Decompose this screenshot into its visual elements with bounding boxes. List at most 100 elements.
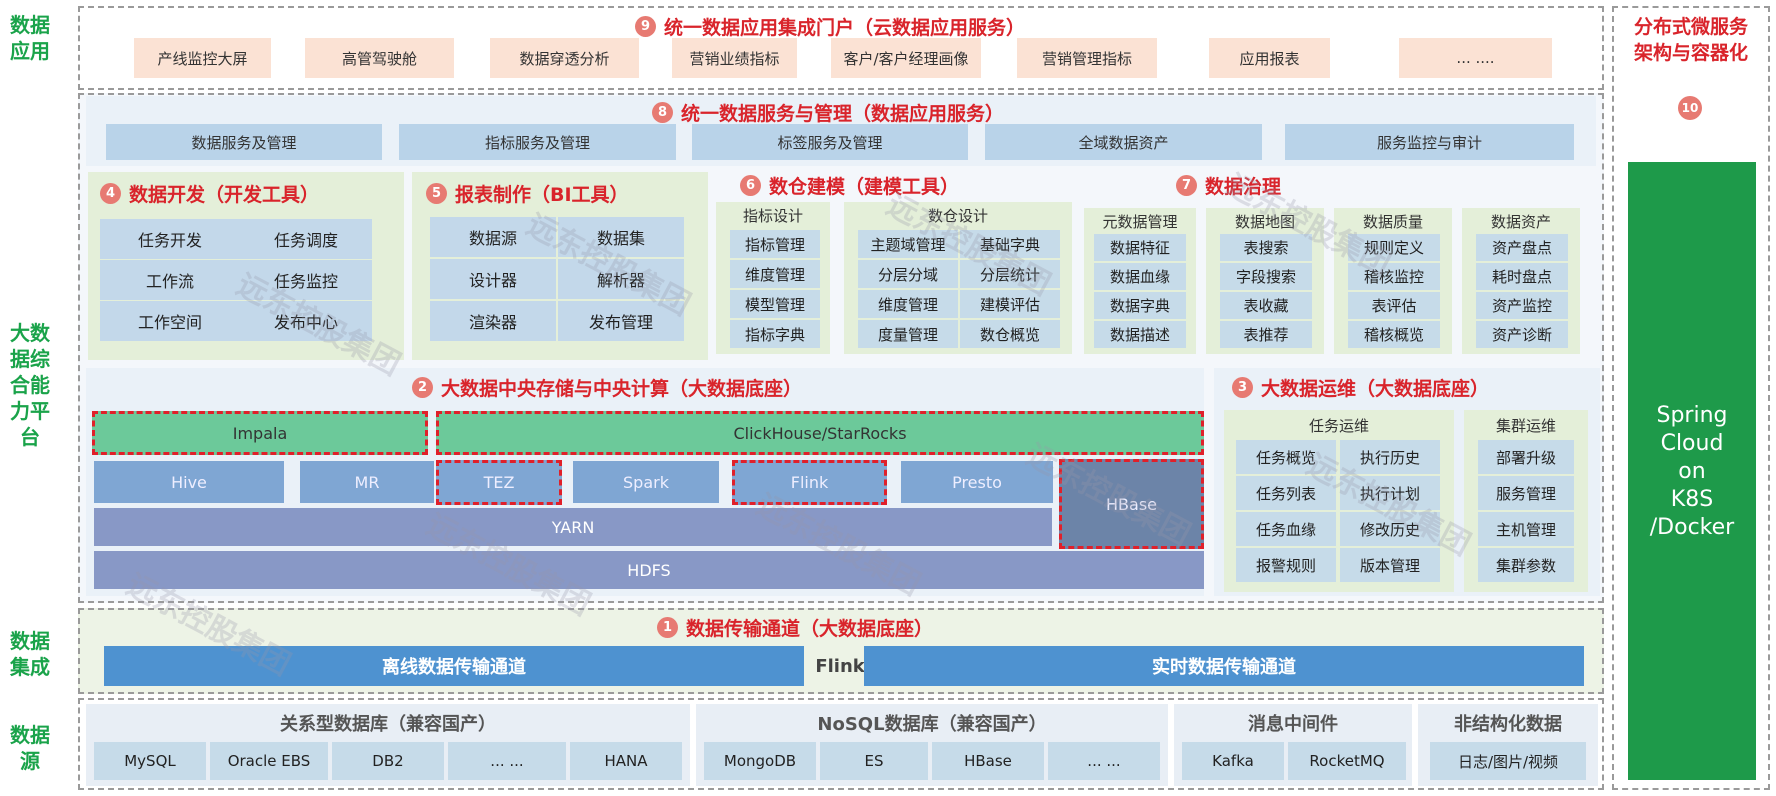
source-group-title: 非结构化数据 <box>1454 714 1562 735</box>
source-item: ... ... <box>1048 742 1160 780</box>
service-item: 全域数据资产 <box>985 124 1262 160</box>
dev-title-text: 数据开发（开发工具） <box>129 184 320 206</box>
source-group: 关系型数据库（兼容国产） MySQL Oracle EBS DB2 ... ..… <box>86 704 690 786</box>
service-item: 指标服务及管理 <box>399 124 676 160</box>
num-badge-4: 4 <box>100 183 121 204</box>
dw-item: 度量管理 <box>858 320 958 348</box>
governance-group: 数据地图 表搜索 字段搜索 表收藏 表推荐 <box>1206 208 1324 354</box>
governance-item: 表收藏 <box>1220 292 1312 319</box>
ops-section: 3 大数据运维（大数据底座） 任务运维 任务概览 执行历史 任务列表 执行计划 … <box>1214 368 1600 596</box>
cluster-ops-item: 主机管理 <box>1478 512 1574 546</box>
num-badge-8: 8 <box>652 102 673 123</box>
side-label-data-app: 数据 应用 <box>10 13 50 63</box>
governance-item: 资产诊断 <box>1476 321 1568 348</box>
source-group: 非结构化数据 日志/图片/视频 <box>1418 704 1598 786</box>
modeling-title: 6 数仓建模（建模工具） <box>740 172 959 199</box>
sources-section: 关系型数据库（兼容国产） MySQL Oracle EBS DB2 ... ..… <box>78 698 1604 790</box>
cluster-ops-item: 部署升级 <box>1478 440 1574 474</box>
flinkx-label: FlinkX <box>815 655 879 677</box>
cluster-ops-group: 集群运维 部署升级 服务管理 主机管理 集群参数 <box>1464 410 1588 592</box>
governance-item: 数据血缘 <box>1094 263 1186 290</box>
ops-title: 3 大数据运维（大数据底座） <box>1232 374 1489 401</box>
task-ops-item: 任务血缘 <box>1236 512 1336 546</box>
task-ops-item: 任务列表 <box>1236 476 1336 510</box>
task-ops-item: 修改历史 <box>1340 512 1440 546</box>
source-item: DB2 <box>332 742 444 780</box>
report-item: 数据源 <box>430 217 556 257</box>
num-badge-5: 5 <box>426 183 447 204</box>
num-badge-1: 1 <box>657 617 678 638</box>
service-item: 数据服务及管理 <box>106 124 382 160</box>
mr-box: MR <box>300 461 434 503</box>
num-badge-7: 7 <box>1176 175 1197 196</box>
portal-item: 产线监控大屏 <box>134 38 271 78</box>
hdfs-box: HDFS <box>94 551 1204 589</box>
dev-title: 4 数据开发（开发工具） <box>100 180 319 207</box>
modeling-title-text: 数仓建模（建模工具） <box>769 176 960 198</box>
dev-item: 任务开发 <box>100 219 240 259</box>
task-ops-item: 任务概览 <box>1236 440 1336 474</box>
service-section: 8 统一数据服务与管理（数据应用服务） 数据服务及管理 指标服务及管理 标签服务… <box>86 96 1596 166</box>
ops-title-text: 大数据运维（大数据底座） <box>1261 378 1490 400</box>
governance-section: 7 数据治理 元数据管理 数据特征 数据血缘 数据字典 数据描述 数据地图 表搜… <box>1080 170 1600 360</box>
index-item: 指标管理 <box>730 230 820 258</box>
index-item: 维度管理 <box>730 260 820 288</box>
governance-item: 稽核监控 <box>1348 263 1440 290</box>
task-ops-title: 任务运维 <box>1308 417 1369 435</box>
governance-item: 规则定义 <box>1348 234 1440 261</box>
transfer-title-text: 数据传输通道（大数据底座） <box>686 618 934 640</box>
dev-item: 发布中心 <box>240 301 372 341</box>
dw-item: 维度管理 <box>858 290 958 318</box>
impala-box: Impala <box>92 411 428 455</box>
portal-item: 高管驾驶舱 <box>305 38 454 78</box>
governance-item: 资产监控 <box>1476 292 1568 319</box>
portal-item: ... .... <box>1399 38 1552 78</box>
portal-item: 营销管理指标 <box>1017 38 1157 78</box>
source-item: Oracle EBS <box>210 742 328 780</box>
transfer-section: 1 数据传输通道（大数据底座） 离线数据传输通道 FlinkX 实时数据传输通道 <box>78 608 1604 694</box>
source-item: HANA <box>570 742 682 780</box>
governance-item: 数据描述 <box>1094 321 1186 348</box>
dev-item: 工作空间 <box>100 301 240 341</box>
service-item: 标签服务及管理 <box>692 124 968 160</box>
source-item: 日志/图片/视频 <box>1430 742 1586 780</box>
index-design-title: 指标设计 <box>742 207 803 225</box>
storage-section: 2 大数据中央存储与中央计算（大数据底座） Impala ClickHouse/… <box>86 368 1204 596</box>
governance-group-title: 数据地图 <box>1234 213 1295 231</box>
index-item: 模型管理 <box>730 290 820 318</box>
source-group: NoSQL数据库（兼容国产） MongoDB ES HBase ... ... <box>696 704 1168 786</box>
dw-item: 基础字典 <box>960 230 1060 258</box>
source-item: ES <box>820 742 928 780</box>
flink-box: Flink <box>732 460 887 505</box>
source-group-title: 关系型数据库（兼容国产） <box>280 714 496 735</box>
num-badge-6: 6 <box>740 175 761 196</box>
report-title-text: 报表制作（BI工具） <box>455 184 629 206</box>
report-item: 设计器 <box>430 259 556 299</box>
governance-group-title: 元数据管理 <box>1102 213 1178 231</box>
num-badge-2: 2 <box>412 377 433 398</box>
governance-title: 7 数据治理 <box>1176 172 1281 199</box>
report-item: 发布管理 <box>558 301 684 341</box>
num-badge-10: 10 <box>1678 96 1702 120</box>
source-item: RocketMQ <box>1288 742 1406 780</box>
governance-item: 字段搜索 <box>1220 263 1312 290</box>
dev-section: 4 数据开发（开发工具） 任务开发 任务调度 工作流 任务监控 工作空间 发布中… <box>88 172 404 360</box>
governance-item: 耗时盘点 <box>1476 263 1568 290</box>
report-item: 数据集 <box>558 217 684 257</box>
side-label-integration: 数据 集成 <box>10 629 50 679</box>
source-item: MySQL <box>94 742 206 780</box>
storage-title: 2 大数据中央存储与中央计算（大数据底座） <box>412 374 802 401</box>
modeling-section: 6 数仓建模（建模工具） 指标设计 指标管理 维度管理 模型管理 指标字典 数仓… <box>712 170 1078 360</box>
task-ops-item: 执行历史 <box>1340 440 1440 474</box>
microservice-title: 分布式微服务 架构与容器化 <box>1633 16 1748 64</box>
transfer-title: 1 数据传输通道（大数据底座） <box>657 614 933 641</box>
num-badge-3: 3 <box>1232 377 1253 398</box>
hbase-box: HBase <box>1059 459 1204 549</box>
dev-item: 任务调度 <box>240 219 372 259</box>
cluster-ops-item: 服务管理 <box>1478 476 1574 510</box>
yarn-box: YARN <box>94 508 1052 546</box>
governance-group: 数据资产 资产盘点 耗时盘点 资产监控 资产诊断 <box>1462 208 1580 354</box>
dw-item: 建模评估 <box>960 290 1060 318</box>
source-group-title: NoSQL数据库（兼容国产） <box>817 714 1047 735</box>
source-group: 消息中间件 Kafka RocketMQ <box>1174 704 1412 786</box>
